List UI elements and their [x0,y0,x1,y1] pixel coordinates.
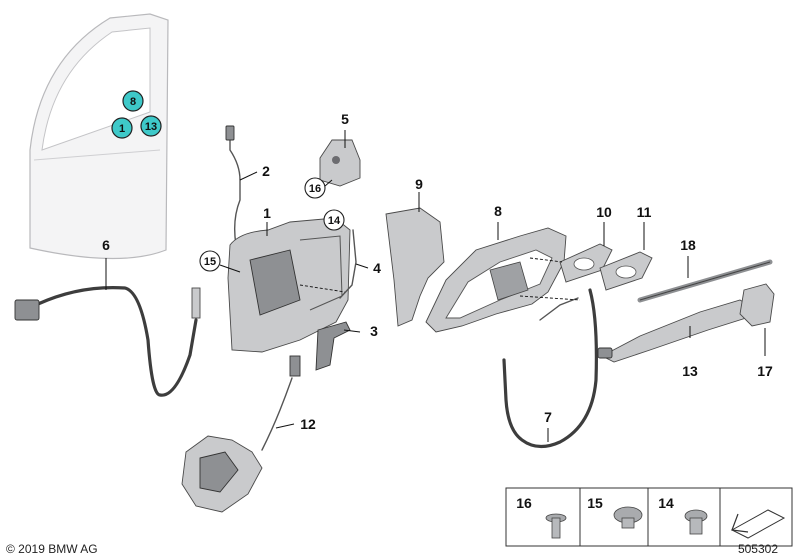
part-8-handle-carrier [425,227,567,333]
part-6-cable [14,286,201,397]
leader-lines [105,130,766,442]
legend-item-15: 15 [587,495,643,529]
part-12-actuator [181,355,301,513]
fastener-legend: 16 15 14 [505,487,793,547]
part-10-gasket [559,243,613,283]
svg-text:15: 15 [587,495,603,511]
callout-17: 17 [757,363,773,379]
callout-15: 15 [199,250,241,273]
door-marker-1: 1 [111,117,133,139]
part-3-bracket [315,321,351,371]
part-5-striker [319,139,361,187]
door-marker-13: 13 [140,115,162,137]
legend-item-14: 14 [658,495,708,535]
callout-18: 18 [680,237,696,253]
screw-15-icon [613,506,643,529]
callout-4: 4 [373,260,381,276]
callout-5: 5 [341,111,349,127]
svg-text:13: 13 [145,121,157,133]
part-1-door-lock [227,217,351,353]
door-illustration [29,13,169,260]
part-4-rod [339,229,357,299]
callout-9: 9 [415,176,423,192]
svg-text:15: 15 [204,256,216,268]
direction-arrow-icon [730,509,786,539]
part-9-cover [385,207,445,327]
callout-labels: 1 2 3 4 5 6 7 8 9 10 11 12 13 17 18 [102,111,773,432]
callout-2: 2 [262,163,270,179]
callout-14: 14 [323,209,345,231]
callout-8: 8 [494,203,502,219]
screw-14-icon [684,509,708,535]
door-marker-8: 8 [122,90,144,112]
svg-text:8: 8 [130,96,136,108]
callout-11: 11 [637,204,652,220]
svg-text:14: 14 [658,495,674,511]
part-13-outer-handle [597,299,751,363]
part-18-seal [637,259,773,303]
callout-3: 3 [370,323,378,339]
callout-7: 7 [544,409,552,425]
callout-12: 12 [300,416,316,432]
callout-1: 1 [263,205,271,221]
callout-16: 16 [304,177,333,199]
svg-text:16: 16 [516,495,532,511]
part-2-rod [225,125,241,259]
callout-6: 6 [102,237,110,253]
diagram-number: 505302 [737,542,778,556]
callout-13: 13 [682,363,698,379]
legend-item-16: 16 [516,495,567,539]
part-11-gasket [599,251,653,291]
svg-text:14: 14 [328,215,341,227]
copyright-text: © 2019 BMW AG [6,542,98,556]
svg-text:16: 16 [309,183,321,195]
svg-text:1: 1 [119,123,125,135]
part-17-cap [739,283,775,327]
part-7-cable [502,288,598,449]
callout-10: 10 [596,204,612,220]
screw-16-icon [545,513,567,539]
